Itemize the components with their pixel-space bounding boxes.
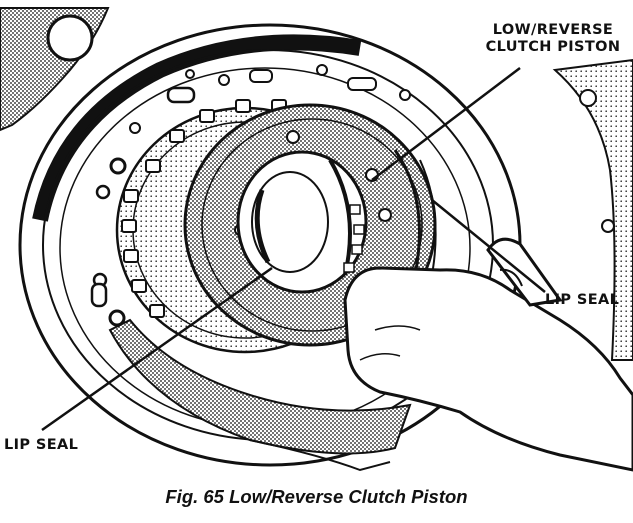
hand — [343, 237, 633, 472]
piston-label-line1: LOW/REVERSE — [492, 22, 614, 38]
lip-seal-label-left: LIP SEAL — [4, 437, 79, 453]
leader-lines — [41, 67, 546, 432]
piston-label: LOW/REVERSE CLUTCH PISTON — [478, 22, 628, 56]
piston-label-line2: CLUTCH PISTON — [485, 39, 621, 55]
case-edge-right — [552, 58, 633, 361]
figure-caption: Fig. 65 Low/Reverse Clutch Piston — [165, 486, 468, 507]
case-corner — [0, 7, 110, 132]
lip-seal-label-right: LIP SEAL — [545, 292, 620, 308]
